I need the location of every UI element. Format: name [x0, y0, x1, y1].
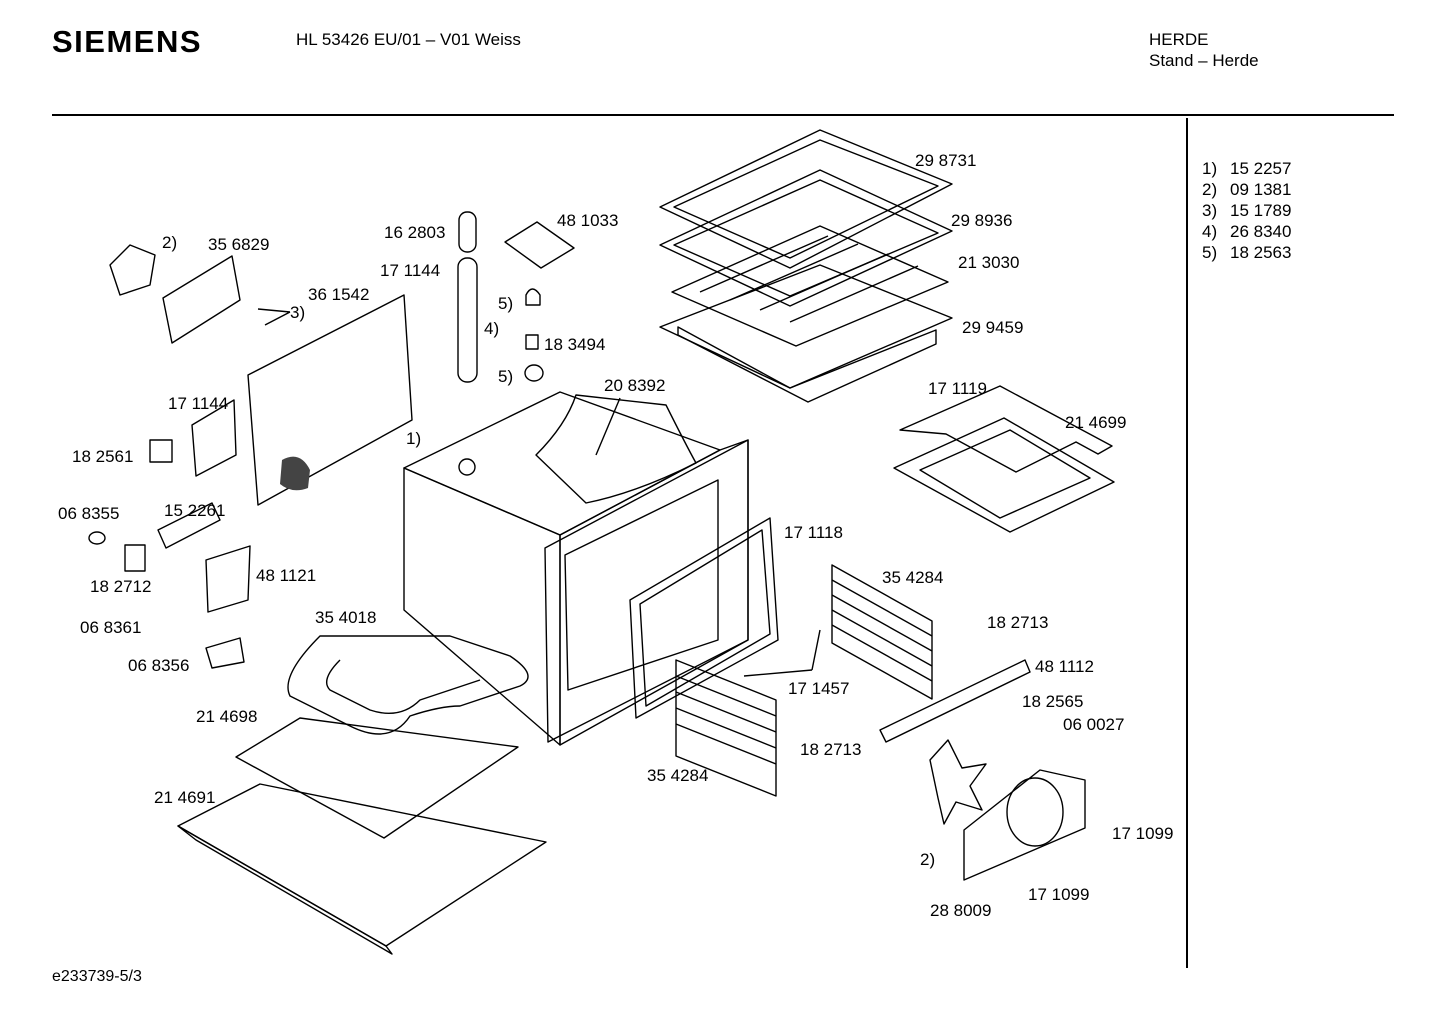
legend-number: 5) — [1202, 243, 1218, 262]
grill-element — [893, 385, 1115, 533]
part-label: 5) — [498, 294, 513, 313]
part-label: 2) — [162, 233, 177, 252]
header-divider — [52, 114, 1394, 116]
legend-number: 3) — [1202, 201, 1218, 220]
lamp-parts — [524, 288, 544, 382]
oven-cavity — [403, 391, 749, 746]
part-label: 35 6829 — [208, 235, 269, 254]
part-label: 15 2261 — [164, 501, 225, 520]
legend-divider — [1186, 118, 1188, 968]
part-label: 17 1118 — [784, 523, 843, 542]
part-label: 48 1112 — [1035, 657, 1094, 676]
part-label: 21 4691 — [154, 788, 215, 807]
legend-part: 15 1789 — [1230, 201, 1292, 220]
part-label: 16 2803 — [384, 223, 445, 242]
part-label: 4) — [484, 319, 499, 338]
bottom-plate-lower — [177, 783, 547, 955]
part-label: 06 0027 — [1063, 715, 1124, 734]
part-label: 2) — [920, 850, 935, 869]
legend-part: 18 2563 — [1230, 243, 1292, 262]
part-label: 18 2561 — [72, 447, 133, 466]
shelf-rails-left — [675, 659, 777, 797]
leader-lines — [257, 308, 821, 677]
legend-number: 2) — [1202, 180, 1218, 199]
model-title: HL 53426 EU/01 – V01 Weiss — [296, 30, 521, 49]
legend-row: 5) 18 2563 — [1202, 242, 1291, 263]
part-label: 29 8936 — [951, 211, 1012, 230]
part-label: 36 1542 — [308, 285, 369, 304]
part-label: 21 4699 — [1065, 413, 1126, 432]
door-gasket — [629, 517, 779, 719]
rear-bar — [879, 659, 1031, 743]
category-label: HERDE — [1149, 30, 1209, 49]
wire-rack — [671, 225, 949, 347]
part-label: 21 4698 — [196, 707, 257, 726]
diagram-code: e233739-5/3 — [52, 968, 142, 985]
pipe-parts — [457, 211, 575, 383]
part-label: 21 3030 — [958, 253, 1019, 272]
part-label: 1) — [406, 429, 421, 448]
baking-tray-top — [659, 129, 953, 269]
bottom-heater — [287, 635, 529, 735]
parts-legend: 1)15 2257 2)09 1381 3)15 1789 4)26 8340 … — [1202, 158, 1291, 263]
part-label: 35 4018 — [315, 608, 376, 627]
part-label: 35 4284 — [647, 766, 708, 785]
part-label: 17 1099 — [1028, 885, 1089, 904]
legend-row: 4) 26 8340 — [1202, 221, 1291, 242]
legend-row: 2) 09 1381 — [1202, 179, 1291, 200]
legend-number: 1) — [1202, 159, 1218, 178]
part-label: 18 2565 — [1022, 692, 1083, 711]
fan-cover — [963, 769, 1086, 881]
switch-plate — [109, 244, 241, 344]
part-label: 17 1099 — [1112, 824, 1173, 843]
part-label: 5) — [498, 367, 513, 386]
part-label: 17 1457 — [788, 679, 849, 698]
part-label: 29 9459 — [962, 318, 1023, 337]
part-label: 48 1121 — [256, 566, 316, 585]
part-label: 06 8361 — [80, 618, 141, 637]
fan-blade — [929, 739, 987, 825]
part-labels: 29 8731 29 8936 21 3030 29 9459 48 1033 … — [58, 151, 1173, 920]
part-label: 06 8355 — [58, 504, 119, 523]
part-label: 18 3494 — [544, 335, 605, 354]
baking-tray-second — [659, 169, 953, 307]
legend-row: 3) 15 1789 — [1202, 200, 1291, 221]
part-label: 17 1144 — [168, 394, 228, 413]
legend-part: 26 8340 — [1230, 222, 1292, 241]
left-brackets — [88, 399, 251, 669]
part-label: 3) — [290, 303, 305, 322]
part-label: 20 8392 — [604, 376, 665, 395]
deep-tray — [659, 264, 953, 403]
legend-part: 15 2257 — [1230, 159, 1292, 178]
bottom-plate-upper — [235, 717, 519, 839]
part-label: 06 8356 — [128, 656, 189, 675]
part-label: 17 1144 — [380, 261, 440, 280]
side-panel — [247, 294, 413, 506]
subcategory-label: Stand – Herde — [1149, 51, 1259, 70]
shelf-rails-right — [831, 564, 933, 700]
part-label: 29 8731 — [915, 151, 976, 170]
part-label: 35 4284 — [882, 568, 943, 587]
part-label: 18 2713 — [800, 740, 861, 759]
part-label: 28 8009 — [930, 901, 991, 920]
brand-logo: SIEMENS — [52, 24, 203, 59]
part-label: 18 2712 — [90, 577, 151, 596]
legend-number: 4) — [1202, 222, 1218, 241]
part-label: 48 1033 — [557, 211, 618, 230]
part-label: 17 1119 — [928, 379, 987, 398]
part-label: 18 2713 — [987, 613, 1048, 632]
legend-part: 09 1381 — [1230, 180, 1292, 199]
legend-row: 1) 15 2257 — [1202, 158, 1291, 179]
